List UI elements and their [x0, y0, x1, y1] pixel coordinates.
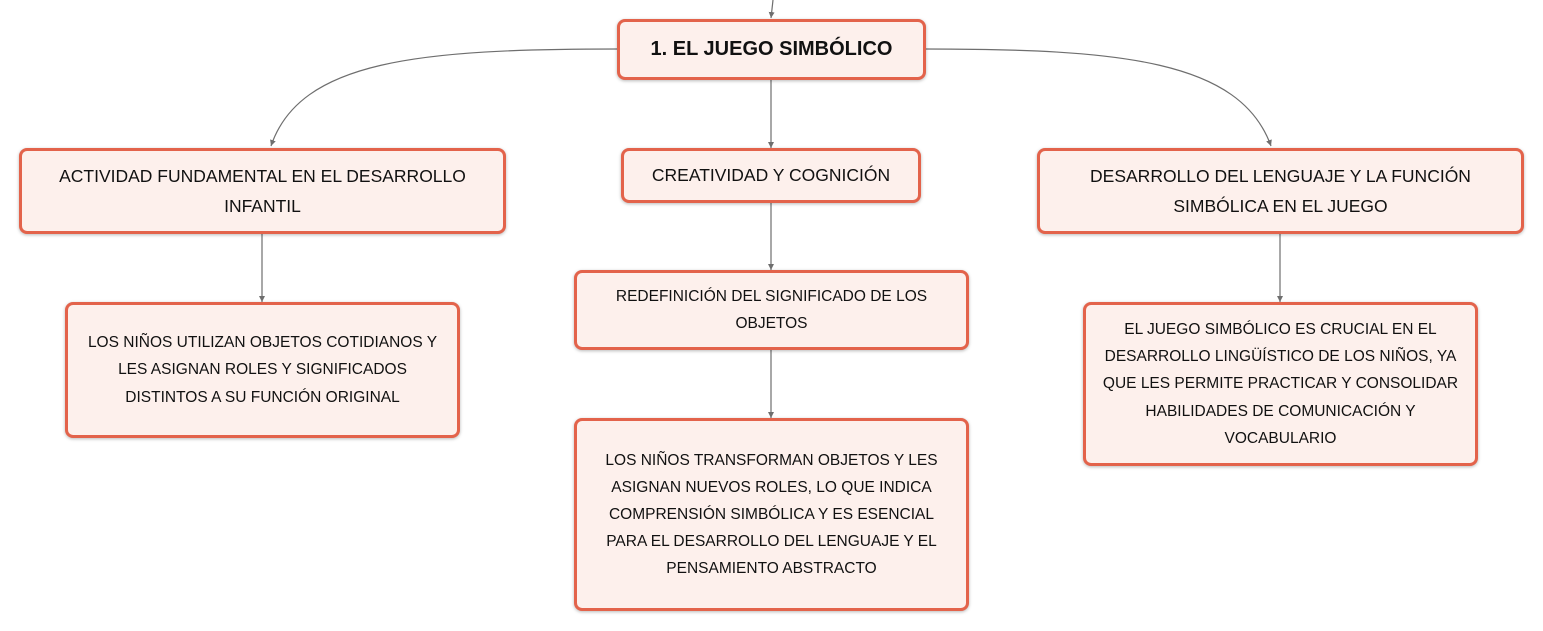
branch-node-center-label: CREATIVIDAD Y COGNICIÓN — [651, 165, 891, 186]
connector-root-to-branch-left — [270, 48, 619, 147]
leaf-node-left[interactable]: LOS NIÑOS UTILIZAN OBJETOS COTIDIANOS Y … — [65, 302, 460, 438]
branch-node-right[interactable]: DESARROLLO DEL LENGUAJE Y LA FUNCIÓN SIM… — [1037, 148, 1524, 234]
connector-root-to-branch-right — [924, 48, 1272, 147]
root-node-label: 1. EL JUEGO SIMBÓLICO — [650, 38, 893, 60]
root-node[interactable]: 1. EL JUEGO SIMBÓLICO — [617, 19, 926, 80]
leaf-node-left-label: LOS NIÑOS UTILIZAN OBJETOS COTIDIANOS Y … — [87, 334, 438, 406]
connector-parent-to-root — [768, 0, 775, 19]
leaf-node-right-label: EL JUEGO SIMBÓLICO ES CRUCIAL EN EL DESA… — [1102, 321, 1459, 447]
leaf-node-center-2-label: LOS NIÑOS TRANSFORMAN OBJETOS Y LES ASIG… — [605, 451, 938, 578]
leaf-node-right[interactable]: EL JUEGO SIMBÓLICO ES CRUCIAL EN EL DESA… — [1083, 302, 1478, 466]
leaf-node-center-2[interactable]: LOS NIÑOS TRANSFORMAN OBJETOS Y LES ASIG… — [574, 418, 969, 611]
branch-node-center[interactable]: CREATIVIDAD Y COGNICIÓN — [621, 148, 921, 203]
leaf-node-center-1-label: REDEFINICIÓN DEL SIGNIFICADO DE LOS OBJE… — [615, 287, 928, 332]
branch-node-right-label: DESARROLLO DEL LENGUAJE Y LA FUNCIÓN SIM… — [1090, 165, 1471, 216]
leaf-node-center-1[interactable]: REDEFINICIÓN DEL SIGNIFICADO DE LOS OBJE… — [574, 270, 969, 350]
branch-node-left[interactable]: ACTIVIDAD FUNDAMENTAL EN EL DESARROLLO I… — [19, 148, 506, 234]
branch-node-left-label: ACTIVIDAD FUNDAMENTAL EN EL DESARROLLO I… — [59, 165, 466, 216]
